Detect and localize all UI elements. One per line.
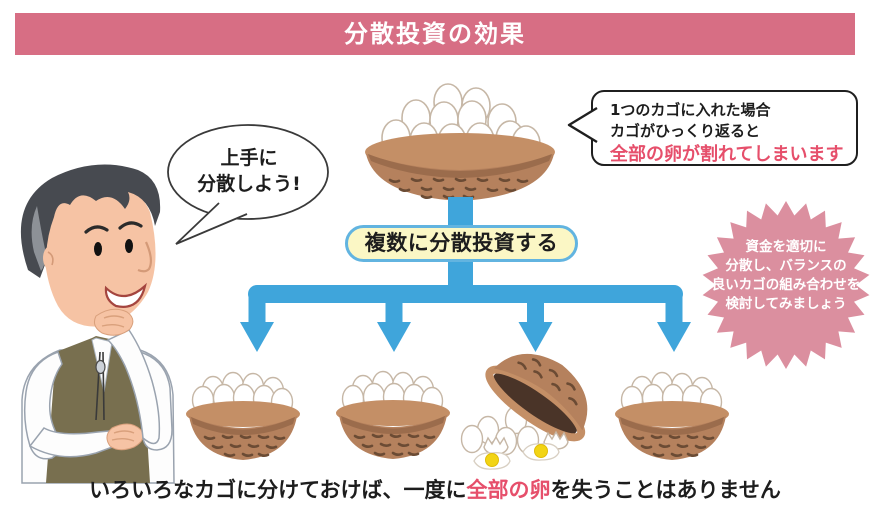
basket-with-eggs-icon	[615, 373, 729, 461]
bubble-line-1: 上手に	[220, 147, 278, 169]
starburst-note: 資金を適切に 分散し、バランスの 良いカゴの組み合わせを 検討してみましょう	[706, 238, 866, 314]
tipped-basket-icon	[460, 333, 608, 470]
starburst-badge	[702, 201, 870, 369]
callout-line-red: 全部の卵が割れてしまいます	[610, 144, 844, 165]
eyebrow	[118, 221, 143, 230]
bubble-tail	[175, 202, 248, 245]
thinking-man-illustration	[20, 164, 175, 484]
arrow-down-icon	[518, 322, 553, 352]
callout-line-2: カゴがひっくり返ると	[610, 122, 761, 140]
caption-part-3: を失うことはありません	[550, 478, 781, 502]
hair	[20, 164, 161, 278]
starburst-line-4: 検討してみましょう	[725, 296, 847, 312]
eyebrow	[84, 225, 109, 234]
caption-part-red: 全部の卵	[466, 478, 551, 502]
arrow-down-icon	[657, 322, 691, 352]
caption-part-1: いろいろなカゴに分けておけば、一度に	[89, 478, 467, 502]
speech-bubble: 上手に 分散しよう!	[185, 145, 313, 197]
single-basket-full-icon	[365, 83, 555, 201]
basket-with-eggs-icon	[336, 372, 450, 460]
chin-hand	[94, 308, 134, 336]
smile	[104, 282, 147, 308]
callout-line-1: 1つのカゴに入れた場合	[610, 101, 771, 119]
broken-egg-yolk	[473, 452, 511, 470]
arrow-down-icon	[240, 322, 274, 352]
bottom-caption: いろいろなカゴに分けておけば、一度に全部の卵を失うことはありません	[0, 474, 870, 504]
broken-egg-yolk	[522, 443, 560, 461]
bubble-line-2: 分散しよう!	[197, 173, 301, 195]
diversify-flow-box: 複数に分散投資する	[345, 225, 578, 262]
bolo-tie	[95, 359, 106, 375]
spilled-eggs	[460, 415, 569, 470]
arrow-down-icon	[377, 322, 411, 352]
page-title: 分散投資の効果	[15, 13, 855, 55]
single-basket-callout: 1つのカゴに入れた場合 カゴがひっくり返ると 全部の卵が割れてしまいます	[591, 90, 858, 166]
starburst-line-3: 良いカゴの組み合わせを	[711, 277, 861, 293]
speech-bubble-shape	[167, 124, 329, 245]
starburst-line-2: 分散し、バランスの	[725, 258, 847, 274]
left-hand	[106, 423, 144, 451]
eye	[94, 242, 102, 256]
starburst-line-1: 資金を適切に	[745, 239, 827, 255]
eye	[125, 239, 133, 253]
basket-with-eggs-icon	[186, 373, 300, 461]
callout-tail-icon	[567, 106, 598, 144]
flow-arrows	[240, 197, 691, 352]
